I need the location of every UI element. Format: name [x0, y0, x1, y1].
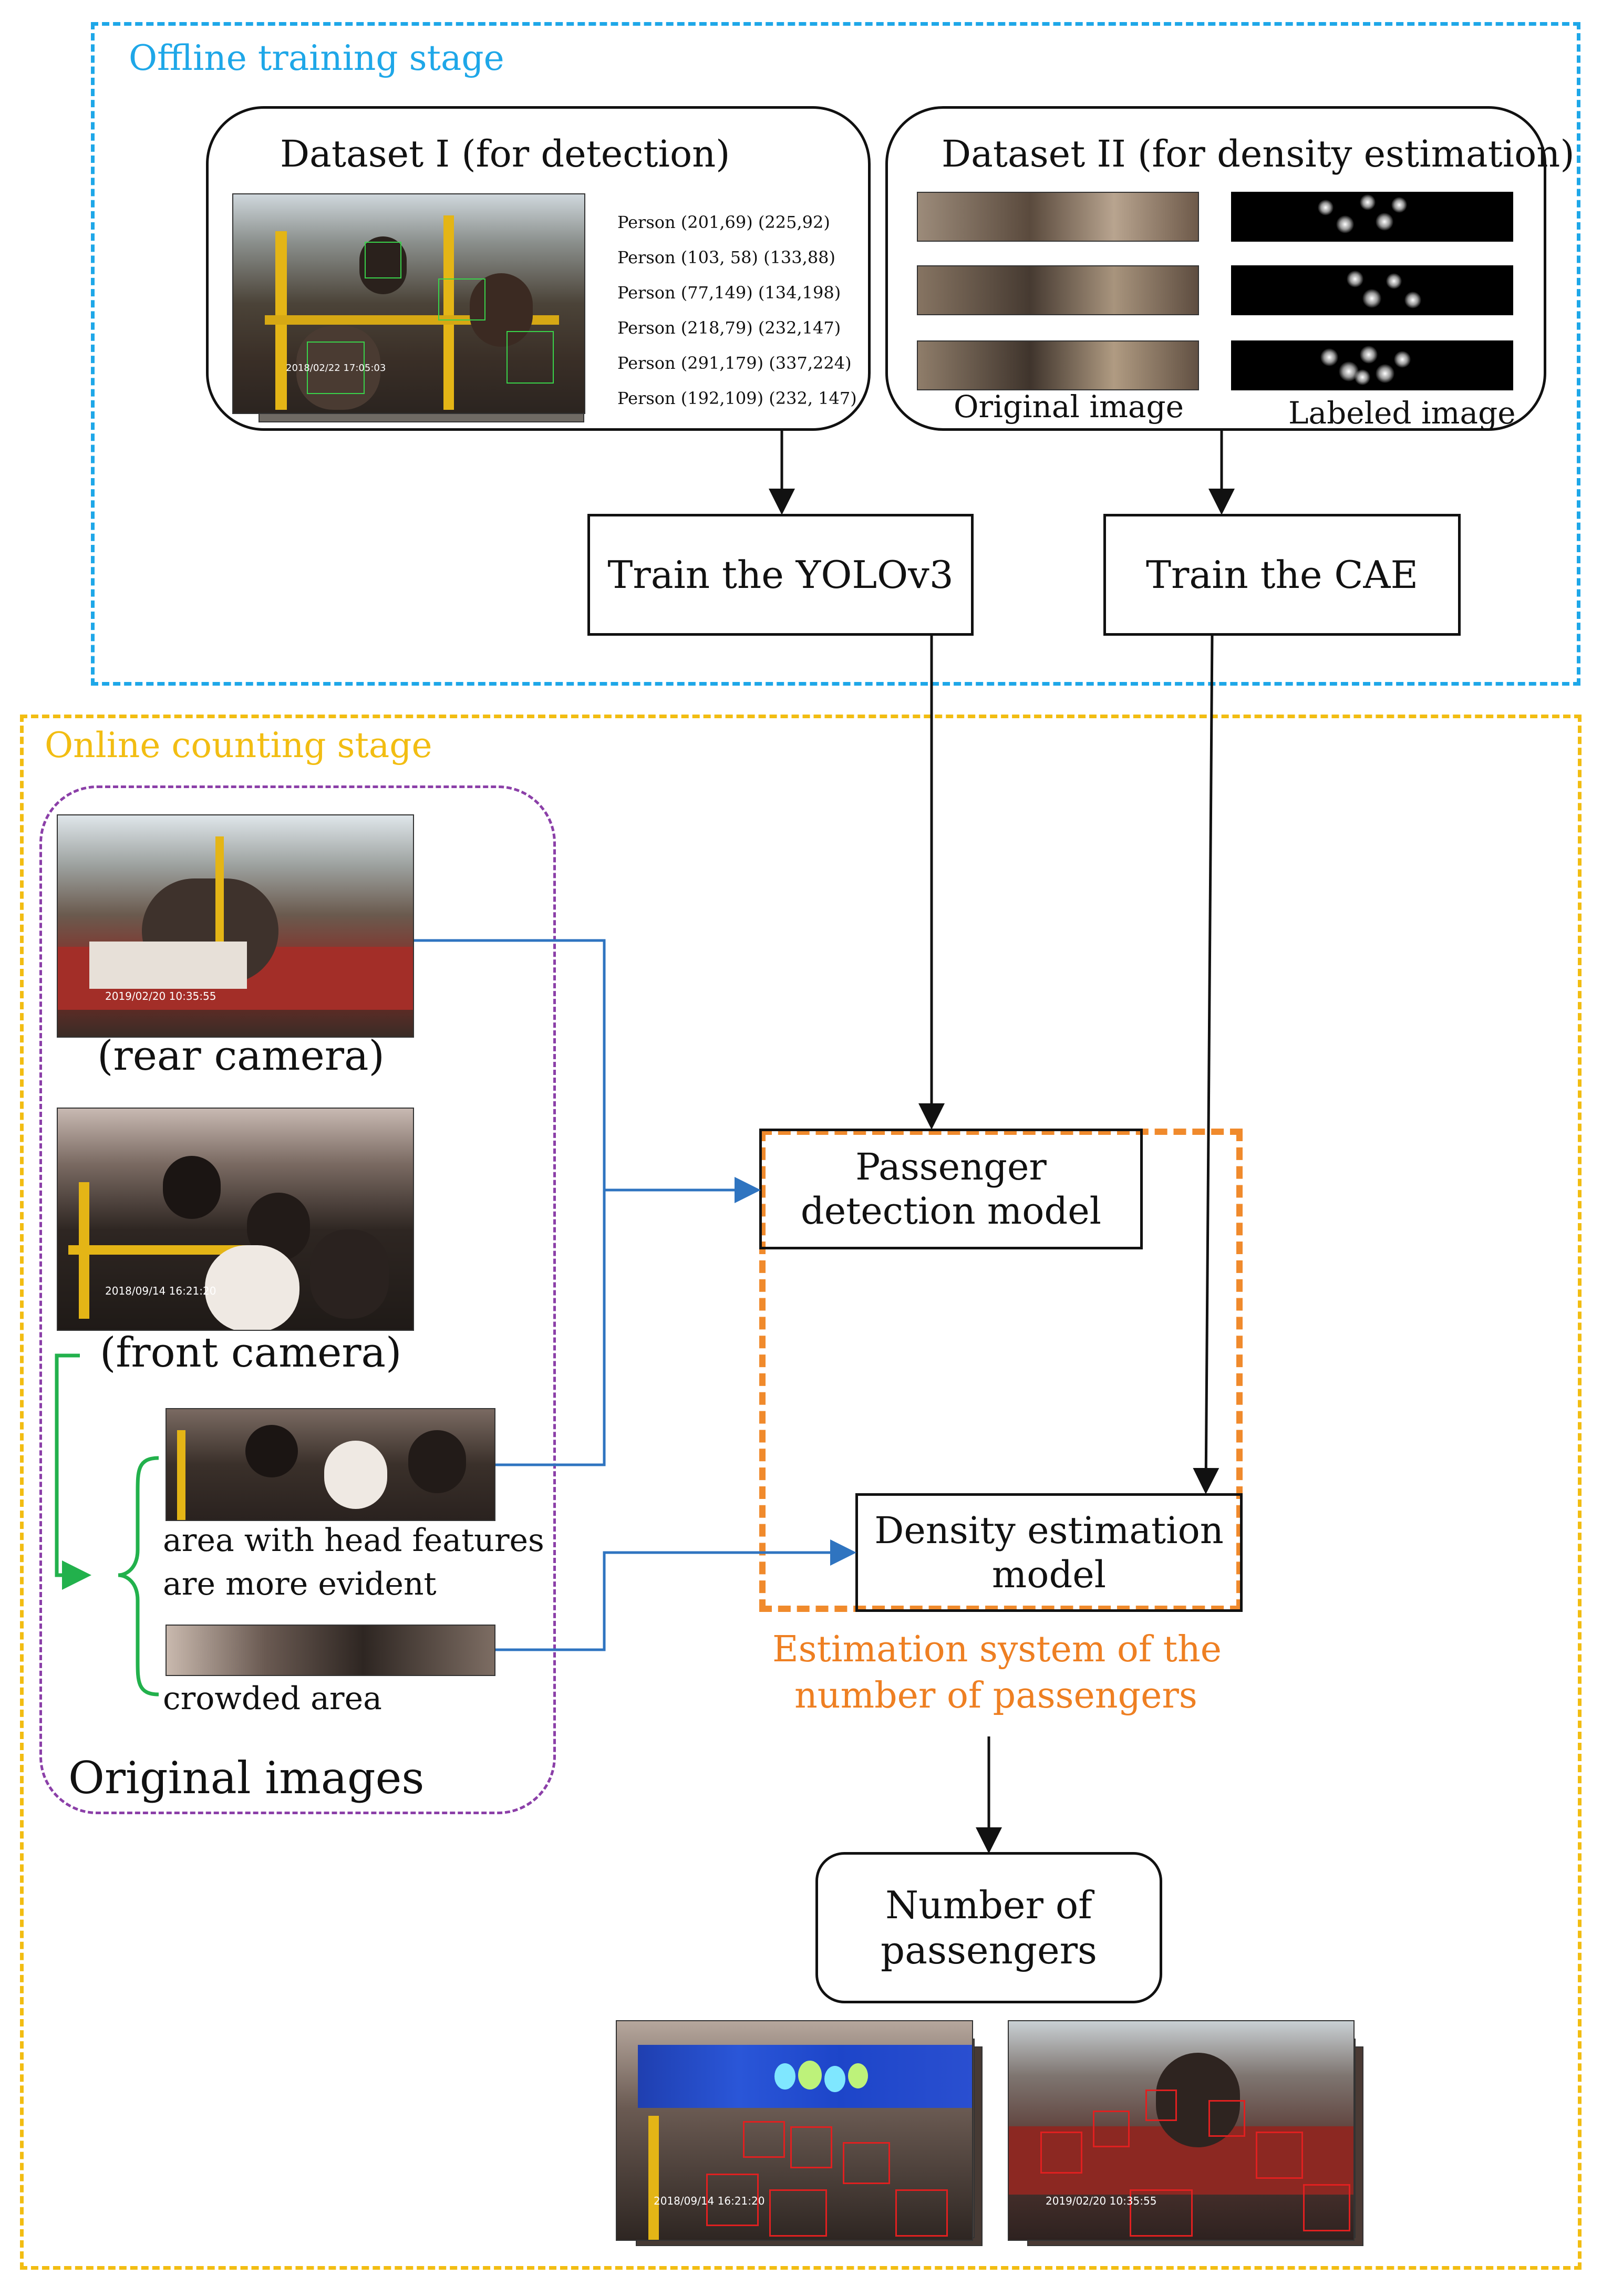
- train-yolov3-box: Train the YOLOv3: [587, 514, 974, 636]
- head-features-label-line2: are more evident: [163, 1566, 437, 1602]
- result-image-rear: 2019/02/20 10:35:55: [1008, 2020, 1355, 2241]
- dataset1-image: 2018/02/22 17:05:03: [232, 193, 585, 414]
- density-model-line1: Density estimation: [874, 1509, 1224, 1552]
- green-brace: [118, 1456, 159, 1697]
- detection-model-line2: detection model: [800, 1190, 1102, 1233]
- crowded-area-label: crowded area: [163, 1680, 382, 1717]
- annotation-line: Person (192,109) (232, 147): [617, 388, 857, 408]
- train-cae-label: Train the CAE: [1145, 552, 1419, 597]
- train-cae-box: Train the CAE: [1103, 514, 1461, 636]
- number-of-passengers-box: Number of passengers: [815, 1852, 1162, 2003]
- offline-training-stage: [91, 22, 1580, 686]
- detection-model-line1: Passenger: [855, 1145, 1047, 1188]
- estimation-system-label-line2: number of passengers: [794, 1675, 1197, 1716]
- rear-camera-timestamp: 2019/02/20 10:35:55: [105, 990, 216, 1002]
- labeled-image-label: Labeled image: [1288, 395, 1516, 431]
- annotation-line: Person (77,149) (134,198): [617, 283, 841, 303]
- result-front-timestamp: 2018/09/14 16:21:20: [654, 2195, 765, 2207]
- arrow-head-area-to-detection: [495, 1190, 606, 1466]
- train-yolov3-label: Train the YOLOv3: [607, 552, 954, 597]
- green-bracket: [55, 1353, 91, 1590]
- annotation-line: Person (201,69) (225,92): [617, 212, 830, 232]
- dataset1-timestamp: 2018/02/22 17:05:03: [286, 363, 386, 374]
- rear-camera-image: 2019/02/20 10:35:55: [57, 814, 414, 1038]
- dataset1-title: Dataset I (for detection): [280, 132, 730, 175]
- front-camera-label: (front camera): [100, 1329, 402, 1377]
- number-of-passengers-line2: passengers: [881, 1928, 1097, 1972]
- estimation-system-label-line1: Estimation system of the: [772, 1629, 1222, 1670]
- online-stage-title: Online counting stage: [45, 725, 432, 766]
- density-model-line2: model: [991, 1553, 1107, 1596]
- dataset1-annotations: Person (201,69) (225,92) Person (103, 58…: [617, 205, 857, 416]
- front-camera-timestamp: 2018/09/14 16:21:20: [105, 1285, 216, 1297]
- crowded-area-image: [166, 1625, 495, 1676]
- dataset2-title: Dataset II (for density estimation): [942, 132, 1575, 175]
- original-images-label: Original images: [68, 1752, 425, 1804]
- annotation-line: Person (291,179) (337,224): [617, 353, 852, 373]
- annotation-line: Person (103, 58) (133,88): [617, 247, 836, 267]
- rear-camera-label: (rear camera): [97, 1032, 385, 1080]
- arrow-rear-camera-to-detection: [414, 939, 761, 1203]
- arrow-cae-to-density-model: [1193, 635, 1219, 1494]
- number-of-passengers-line1: Number of: [885, 1883, 1092, 1927]
- original-image-label: Original image: [954, 389, 1184, 425]
- front-camera-image: 2018/09/14 16:21:20: [57, 1108, 414, 1331]
- density-estimation-model-box: Density estimation model: [855, 1493, 1243, 1612]
- arrow-crowded-area-to-density: [495, 1539, 856, 1651]
- passenger-detection-model-box: Passenger detection model: [759, 1129, 1143, 1249]
- result-rear-timestamp: 2019/02/20 10:35:55: [1046, 2195, 1157, 2207]
- online-counting-stage: [20, 715, 1582, 2270]
- offline-stage-title: Offline training stage: [129, 38, 504, 78]
- original-images-group: [39, 785, 556, 1814]
- head-features-area-image: [166, 1408, 495, 1521]
- annotation-line: Person (218,79) (232,147): [617, 318, 841, 338]
- head-features-label-line1: area with head features: [163, 1522, 544, 1559]
- result-image-front: 2018/09/14 16:21:20: [616, 2020, 973, 2241]
